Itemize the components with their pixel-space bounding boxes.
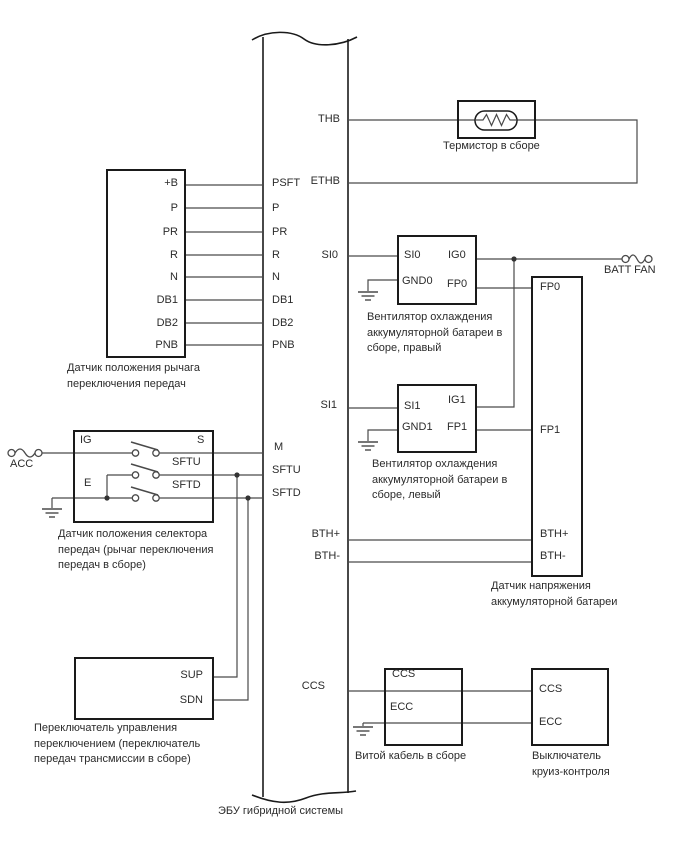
fan-left-pin-ig1: IG1 xyxy=(448,394,466,406)
twisted-cable-caption: Витой кабель в сборе xyxy=(355,750,467,762)
shift-lever-sensor-caption: Датчик положения рычага переключения пер… xyxy=(67,362,200,390)
fan-left-pin-fp1: FP1 xyxy=(447,421,468,433)
junction-sftd-sdn xyxy=(245,495,251,501)
cruise-switch-pin-ccs: CCS xyxy=(539,683,563,695)
selector-sensor-box xyxy=(74,431,213,522)
shift-lever-pin-pnb: PNB xyxy=(155,339,178,351)
wire-gnd1 xyxy=(368,430,398,441)
fan-right-caption: Вентилятор охлаждения аккумуляторной бат… xyxy=(367,311,503,354)
shift-lever-pin-r: R xyxy=(170,249,178,261)
acc-fuse-icon xyxy=(8,449,42,457)
ground-icon-ecc xyxy=(352,726,374,736)
shift-lever-pin-db2: DB2 xyxy=(156,317,178,329)
wire-sup xyxy=(213,475,237,677)
shift-lever-pin-plus-b: +B xyxy=(164,177,178,189)
battery-sensor-caption: Датчик напряжения аккумуляторной батареи xyxy=(491,580,618,608)
ecu-pin-db1: DB1 xyxy=(272,294,294,306)
junction-ig xyxy=(511,256,517,262)
ecu-pin-ethb: ETHB xyxy=(310,175,340,187)
ecu-pin-sftd: SFTD xyxy=(272,487,301,499)
ecu-pin-thb: THB xyxy=(318,113,340,125)
switch-m-icon xyxy=(131,442,159,456)
wire-ethb xyxy=(348,120,637,183)
shift-control-switch-box xyxy=(75,658,213,719)
ecu-pin-p: P xyxy=(272,202,280,214)
battery-sensor-pin-bth-minus: BTH- xyxy=(540,550,566,562)
shift-control-pin-sup: SUP xyxy=(180,669,203,681)
selector-label-sftu: SFTU xyxy=(172,456,201,468)
fan-right-pin-gnd0: GND0 xyxy=(402,275,433,287)
junction-sftu-sup xyxy=(234,472,240,478)
ground-icon-gnd1 xyxy=(357,441,379,451)
wire-sdn xyxy=(213,498,248,700)
ecu-pin-bth-plus: BTH+ xyxy=(311,528,340,540)
thermistor-icon xyxy=(475,111,517,130)
shift-lever-pin-p: P xyxy=(170,202,178,214)
acc-fuse-label: ACC xyxy=(10,458,34,470)
fan-left-caption: Вентилятор охлаждения аккумуляторной бат… xyxy=(372,458,508,501)
selector-label-sftd: SFTD xyxy=(172,479,201,491)
batt-fan-fuse-icon xyxy=(622,255,652,263)
ecu-pin-m: M xyxy=(274,441,284,453)
battery-sensor-pin-bth-plus: BTH+ xyxy=(540,528,569,540)
ecu-pin-si1: SI1 xyxy=(320,399,337,411)
ecu-pin-r: R xyxy=(272,249,280,261)
ecu-bus xyxy=(252,32,357,802)
cruise-switch-pin-ecc: ECC xyxy=(539,716,563,728)
fan-left-pin-si1: SI1 xyxy=(404,400,421,412)
thermistor-caption: Термистор в сборе xyxy=(443,140,540,152)
twisted-cable-pin-ccs: CCS xyxy=(392,668,416,680)
shift-control-caption: Переключатель управления переключением (… xyxy=(34,722,201,765)
ecu-top-break xyxy=(252,32,357,44)
wires xyxy=(42,120,637,726)
shift-lever-sensor-box xyxy=(107,170,185,357)
shift-lever-pin-db1: DB1 xyxy=(156,294,178,306)
ground-icon-selector xyxy=(41,508,63,518)
ecu-pin-bth-minus: BTH- xyxy=(314,550,340,562)
fan-right-pin-fp0: FP0 xyxy=(447,278,468,290)
ecu-pin-sftu: SFTU xyxy=(272,464,301,476)
component-boxes xyxy=(74,101,608,745)
ecu-pin-db2: DB2 xyxy=(272,317,294,329)
batt-fan-fuse-label: BATT FAN xyxy=(604,264,656,276)
ground-icon-gnd0 xyxy=(357,291,379,301)
shift-control-pin-sdn: SDN xyxy=(179,694,203,706)
ecu-pin-n: N xyxy=(272,271,280,283)
junction-dots xyxy=(104,256,517,501)
fan-right-pin-si0: SI0 xyxy=(404,249,421,261)
cruise-switch-caption: Выключатель круиз-контроля xyxy=(532,750,610,778)
wire-ig1-riser xyxy=(476,259,514,407)
shift-lever-pin-pr: PR xyxy=(162,226,178,238)
battery-sensor-pin-fp0: FP0 xyxy=(540,281,561,293)
selector-label-ig: IG xyxy=(80,434,92,446)
selector-label-e: E xyxy=(84,477,92,489)
ecu-pin-pnb: PNB xyxy=(272,339,295,351)
switch-sftu-icon xyxy=(131,464,159,478)
fan-left-box xyxy=(398,385,476,452)
ecu-caption: ЭБУ гибридной системы xyxy=(218,805,344,817)
junction-selector-gnd xyxy=(104,495,110,501)
fan-left-pin-gnd1: GND1 xyxy=(402,421,433,433)
ecu-pin-psft: PSFT xyxy=(272,177,301,189)
cruise-switch-box xyxy=(532,669,608,745)
selector-sensor-caption: Датчик положения селектора передач (рыча… xyxy=(58,528,214,571)
fan-right-pin-ig0: IG0 xyxy=(448,249,466,261)
thermistor-box xyxy=(458,101,535,138)
twisted-cable-pin-ecc: ECC xyxy=(390,701,414,713)
ecu-bottom-break xyxy=(252,791,356,802)
battery-voltage-sensor-box xyxy=(532,277,582,576)
switch-sftd-icon xyxy=(131,487,159,501)
ecu-pin-ccs: CCS xyxy=(301,680,325,692)
shift-lever-pin-n: N xyxy=(170,271,178,283)
battery-sensor-pin-fp1: FP1 xyxy=(540,424,561,436)
fan-right-box xyxy=(398,236,476,304)
selector-label-s: S xyxy=(197,434,205,446)
wire-gnd0 xyxy=(368,280,398,291)
ecu-pin-pr: PR xyxy=(272,226,288,238)
ecu-pin-si0: SI0 xyxy=(321,249,338,261)
selector-switch-icons xyxy=(131,442,159,501)
twisted-cable-box xyxy=(385,669,462,745)
